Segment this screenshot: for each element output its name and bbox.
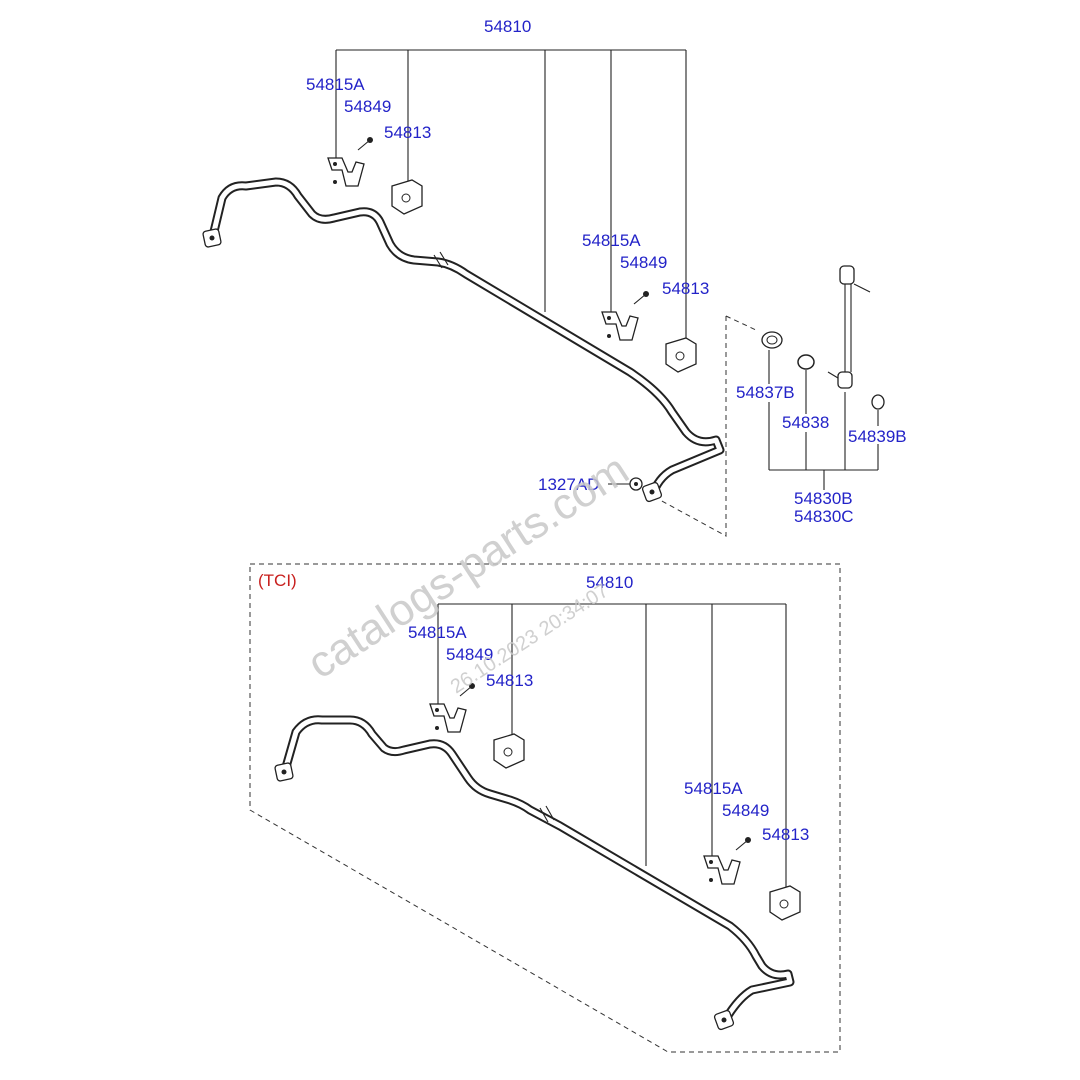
- tci-right-bolt-part-number[interactable]: 54849: [722, 801, 769, 820]
- upper-right-bushing-part-number[interactable]: 54813: [662, 279, 709, 298]
- tci-leader-tree: [437, 603, 787, 888]
- tci-left-bushing-part-number[interactable]: 54813: [486, 671, 533, 690]
- tci-left-bracket-part-number[interactable]: 54815A: [408, 623, 467, 642]
- upper-bar-part-number[interactable]: 54810: [484, 17, 531, 36]
- tci-right-clamp-bracket[interactable]: [703, 855, 741, 885]
- upper-left-bushing-part-number[interactable]: 54813: [384, 123, 431, 142]
- upper-right-bushing[interactable]: [665, 337, 697, 373]
- tci-left-bolt[interactable]: [459, 683, 475, 697]
- tci-assembly: (TCI): [249, 563, 841, 1053]
- tci-bar-part-number[interactable]: 54810: [586, 573, 633, 592]
- tci-left-bushing[interactable]: [493, 733, 525, 769]
- upper-right-clamp-bracket[interactable]: [601, 311, 639, 341]
- upper-right-bolt-part-number[interactable]: 54849: [620, 253, 667, 272]
- upper-cap-part-number[interactable]: 54839B: [848, 427, 907, 446]
- upper-link-leader-tree: [768, 350, 879, 490]
- tci-right-bracket-part-number[interactable]: 54815A: [684, 779, 743, 798]
- tci-right-bushing[interactable]: [769, 885, 801, 921]
- tci-stabilizer-bar[interactable]: [274, 715, 795, 1031]
- upper-left-bolt-part-number[interactable]: 54849: [344, 97, 391, 116]
- tci-right-bushing-part-number[interactable]: 54813: [762, 825, 809, 844]
- upper-ring-part-number[interactable]: 54838: [782, 413, 829, 432]
- upper-nut-part-number[interactable]: 1327AD: [538, 475, 599, 494]
- tci-left-clamp-bracket[interactable]: [429, 703, 467, 733]
- upper-dust-cover-part-number[interactable]: 54837B: [736, 383, 795, 402]
- upper-link-b-part-number[interactable]: 54830B: [794, 489, 853, 508]
- upper-cap[interactable]: [871, 394, 885, 410]
- tci-variant-label: (TCI): [258, 571, 297, 590]
- upper-left-bracket-part-number[interactable]: 54815A: [306, 75, 365, 94]
- upper-link-c-part-number[interactable]: 54830C: [794, 507, 854, 526]
- upper-ring[interactable]: [797, 354, 815, 370]
- upper-link-dashed-guide: [659, 315, 757, 537]
- tci-left-bolt-part-number[interactable]: 54849: [446, 645, 493, 664]
- upper-left-clamp-bracket[interactable]: [327, 157, 365, 187]
- tci-variant-frame: [249, 563, 841, 1053]
- upper-left-bolt[interactable]: [357, 137, 373, 151]
- upper-stabilizer-link[interactable]: [827, 265, 871, 389]
- tci-right-bolt[interactable]: [735, 837, 751, 851]
- upper-left-bushing[interactable]: [391, 179, 423, 215]
- upper-nut[interactable]: [608, 477, 643, 491]
- upper-stabilizer-bar[interactable]: [202, 177, 725, 503]
- upper-right-bolt[interactable]: [633, 291, 649, 305]
- upper-right-bracket-part-number[interactable]: 54815A: [582, 231, 641, 250]
- upper-dust-cover[interactable]: [761, 331, 783, 349]
- upper-assembly: 54810 54815A 54849 54813 54815A 54849 54…: [202, 17, 907, 537]
- upper-leader-tree: [335, 49, 687, 340]
